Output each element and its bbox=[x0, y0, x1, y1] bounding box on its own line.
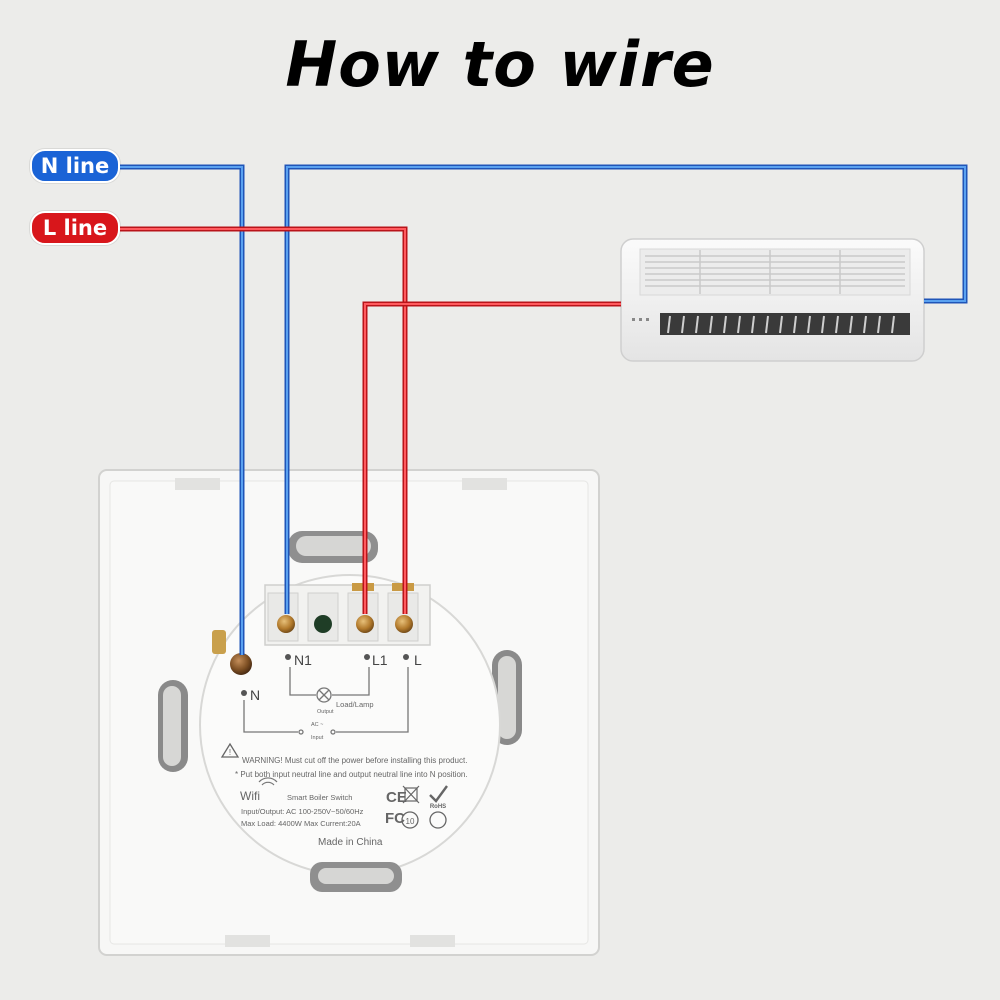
switch-panel: ! CE FC 10 RoHS bbox=[98, 469, 600, 956]
panel-labels: N1 L1 L N Load/Lamp Output AC ~ Input WA… bbox=[235, 652, 468, 848]
wires bbox=[120, 164, 968, 655]
terminal-l1-label: L1 bbox=[372, 652, 388, 668]
product-name: Smart Boiler Switch bbox=[287, 793, 352, 802]
indicator-led bbox=[314, 615, 332, 633]
wifi-label: Wifi bbox=[240, 789, 260, 803]
ten-year-icon bbox=[401, 811, 419, 829]
terminal-n-screw bbox=[230, 653, 252, 675]
l-line-badge: L line bbox=[30, 211, 120, 245]
svg-text:10: 10 bbox=[406, 817, 415, 826]
warning-text-1: WARNING! Must cut off the power before i… bbox=[242, 756, 467, 765]
wifi-icon bbox=[258, 777, 278, 786]
wire-l1-to-ac bbox=[362, 301, 621, 614]
circuit-schematic bbox=[243, 667, 409, 735]
made-in-label: Made in China bbox=[318, 837, 383, 848]
ac-label: AC ~ bbox=[311, 722, 323, 728]
rohs-check-icon bbox=[429, 785, 448, 803]
ac-intake-grille bbox=[645, 250, 905, 294]
svg-text:!: ! bbox=[229, 748, 231, 757]
wire-n-line bbox=[120, 164, 245, 655]
load-lamp-label: Load/Lamp bbox=[336, 700, 374, 709]
terminal-l1-screw bbox=[356, 615, 374, 633]
wire-n1-to-ac bbox=[284, 164, 968, 614]
terminal-n1-label: N1 bbox=[294, 652, 312, 668]
io-spec: Input/Output: AC 100-250V~50/60Hz bbox=[241, 807, 364, 816]
ac-vent bbox=[660, 313, 910, 335]
ce-mark: CE bbox=[386, 789, 407, 806]
load-spec: Max Load: 4400W Max Current:20A bbox=[241, 819, 361, 828]
terminal-n-label: N bbox=[250, 687, 260, 703]
recycle-icon bbox=[429, 811, 447, 829]
n-line-badge: N line bbox=[30, 149, 120, 183]
air-conditioner bbox=[620, 238, 925, 362]
terminal-l-screw bbox=[395, 615, 413, 633]
warning-text-2: * Put both input neutral line and output… bbox=[235, 770, 468, 779]
svg-text:RoHS: RoHS bbox=[430, 804, 446, 810]
terminal-l-label: L bbox=[414, 652, 422, 668]
input-label: Input bbox=[311, 735, 324, 741]
weee-bin-icon bbox=[404, 787, 418, 802]
warning-icon bbox=[220, 742, 240, 758]
wire-l-line bbox=[120, 226, 408, 614]
terminal-n1-screw bbox=[277, 615, 295, 633]
output-label: Output bbox=[317, 709, 334, 715]
fcc-mark: FC bbox=[385, 810, 405, 827]
page-title: How to wire bbox=[285, 28, 715, 101]
